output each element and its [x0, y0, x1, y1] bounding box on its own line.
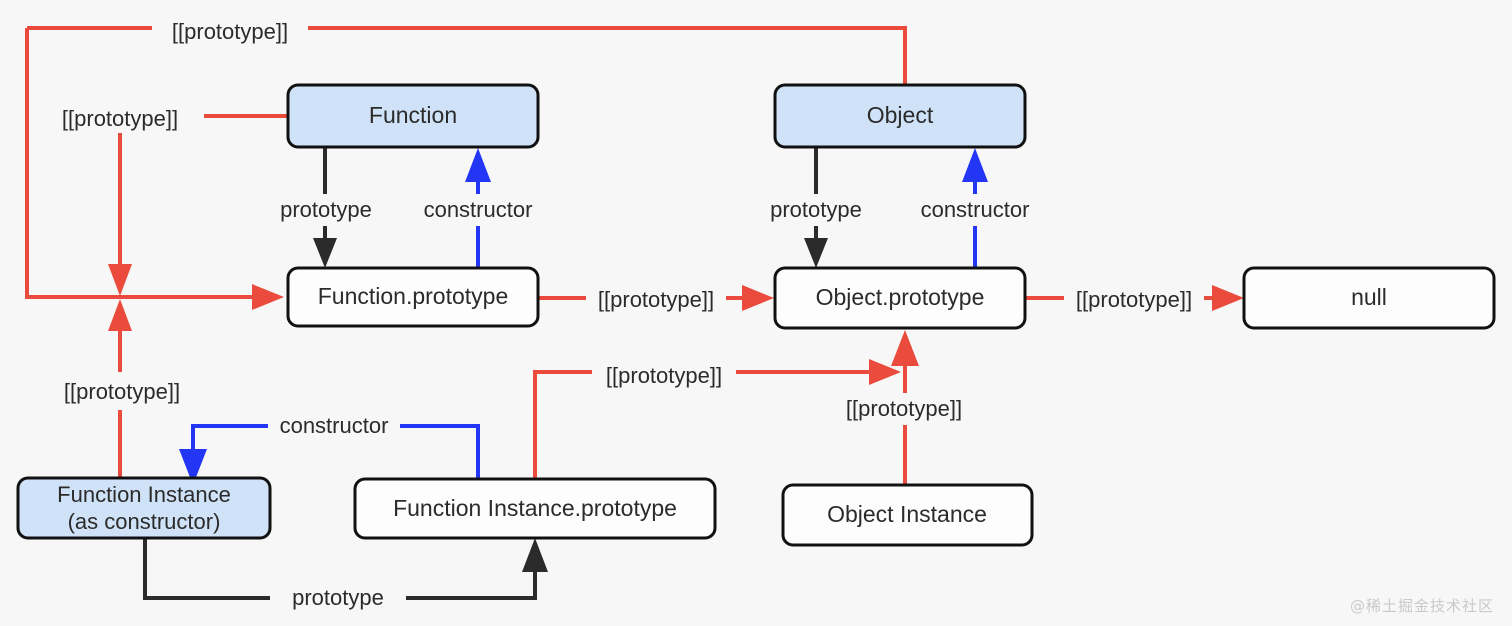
edge-object-prototype-constructor [962, 148, 988, 268]
edge-function-instance-to-function-prototype [108, 299, 132, 478]
label-plate [268, 412, 400, 440]
edge-label-text: [[prototype]] [172, 19, 288, 44]
edge-label-text: [[prototype]] [846, 396, 962, 421]
node-function-instance-prototype-box[interactable] [353, 477, 717, 540]
edge-function-prototype-to-object-prototype [538, 285, 774, 311]
label-plate [152, 18, 308, 46]
label-plate [758, 196, 874, 224]
node-function[interactable]: Function [286, 83, 540, 149]
node-function-instance-box[interactable] [16, 476, 272, 540]
edge-label-prototype-object-instance: [[prototype]] [831, 395, 977, 423]
edge-label-prototype-objproto-null: [[prototype]] [1064, 287, 1204, 315]
label-plate [268, 196, 384, 224]
watermark: @稀土掘金技术社区 [1349, 597, 1494, 615]
edge-label-text: [[prototype]] [606, 363, 722, 388]
node-function-instance-label: Function Instance [57, 482, 231, 507]
edge-object-prototype-to-null [1025, 285, 1244, 311]
edge-label-prototype-function-instance: [[prototype]] [44, 378, 200, 406]
edge-label-text: [[prototype]] [64, 379, 180, 404]
label-plate [592, 362, 736, 390]
edge-left-rail-to-function-prototype [25, 28, 284, 310]
edge-object-top-rail [27, 26, 907, 85]
edge-label-prototype-fninstproto: [[prototype]] [592, 362, 736, 390]
arrowhead-right-red [252, 284, 284, 310]
edge-object-prototype-property [804, 147, 828, 268]
edge-label-constructor-function: constructor [411, 196, 545, 224]
arrowhead-up-red [108, 299, 132, 331]
edge-label-text: constructor [280, 413, 389, 438]
edge-label-text: constructor [424, 197, 533, 222]
node-object-instance-label: Object Instance [827, 501, 987, 527]
node-object-prototype[interactable]: Object.prototype [773, 266, 1027, 330]
node-null[interactable]: null [1242, 266, 1496, 330]
node-null-label: null [1351, 284, 1387, 310]
edge-label-prototype-prop-object: prototype [758, 196, 874, 224]
edge-label-text: constructor [921, 197, 1030, 222]
label-plate [586, 287, 726, 315]
node-null-box[interactable] [1242, 266, 1496, 330]
edge-object-instance-to-object-prototype [891, 330, 919, 485]
arrowhead-right-red [1212, 285, 1244, 311]
arrowhead-up-black [522, 538, 548, 572]
node-object-instance-box[interactable] [781, 483, 1034, 547]
label-plate [270, 584, 406, 612]
label-plate [44, 378, 200, 406]
arrowhead-right-red [869, 359, 901, 385]
node-object-prototype-label: Object.prototype [816, 284, 985, 310]
edge-label-constructor-object: constructor [908, 196, 1042, 224]
node-function-prototype-box[interactable] [286, 266, 540, 328]
edge-label-prototype-prop-fninst: prototype [270, 584, 406, 612]
node-function-box[interactable] [286, 83, 540, 149]
label-plate [831, 395, 977, 423]
label-plate [42, 105, 198, 133]
arrowhead-down-black [804, 238, 828, 268]
arrowhead-down-blue [179, 449, 207, 485]
edge-label-prototype-top: [[prototype]] [152, 18, 308, 46]
edge-label-text: prototype [280, 197, 372, 222]
edge-label-text: [[prototype]] [598, 287, 714, 312]
node-object-prototype-box[interactable] [773, 266, 1027, 330]
edge-label-prototype-fnproto-objproto: [[prototype]] [586, 287, 726, 315]
node-function-instance-prototype-label: Function Instance.prototype [393, 495, 677, 521]
edge-function-left-rail [108, 114, 288, 296]
arrowhead-up-blue [465, 148, 491, 182]
edge-function-instance-prototype-property [143, 538, 548, 600]
edge-function-prototype-property [313, 147, 337, 268]
edge-label-text: [[prototype]] [1076, 287, 1192, 312]
edge-label-prototype-prop-function: prototype [268, 196, 384, 224]
arrowhead-up-red [891, 330, 919, 366]
arrowhead-up-blue [962, 148, 988, 182]
edge-label-prototype-function-left: [[prototype]] [42, 105, 198, 133]
edge-label-text: [[prototype]] [62, 106, 178, 131]
arrowhead-down-black [313, 238, 337, 268]
node-object-box[interactable] [773, 83, 1027, 149]
edge-label-text: prototype [770, 197, 862, 222]
edge-function-prototype-constructor [465, 148, 491, 268]
node-function-instance-sublabel: (as constructor) [68, 509, 221, 534]
node-object[interactable]: Object [773, 83, 1027, 149]
label-plate [908, 196, 1042, 224]
node-object-label: Object [867, 102, 934, 128]
label-plate [1064, 287, 1204, 315]
node-function-instance[interactable]: Function Instance (as constructor) [16, 476, 272, 540]
node-function-prototype-label: Function.prototype [318, 283, 509, 309]
node-function-instance-prototype[interactable]: Function Instance.prototype [353, 477, 717, 540]
node-function-prototype[interactable]: Function.prototype [286, 266, 540, 328]
node-function-label: Function [369, 102, 457, 128]
node-object-instance[interactable]: Object Instance [781, 483, 1034, 547]
edge-label-constructor-fninst: constructor [268, 412, 400, 440]
edge-fn-instance-prototype-to-object-prototype [533, 359, 901, 479]
arrowhead-down-red [108, 264, 132, 296]
arrowhead-right-red [742, 285, 774, 311]
label-plate [411, 196, 545, 224]
edge-label-text: prototype [292, 585, 384, 610]
edge-fn-instance-prototype-constructor [179, 424, 480, 485]
